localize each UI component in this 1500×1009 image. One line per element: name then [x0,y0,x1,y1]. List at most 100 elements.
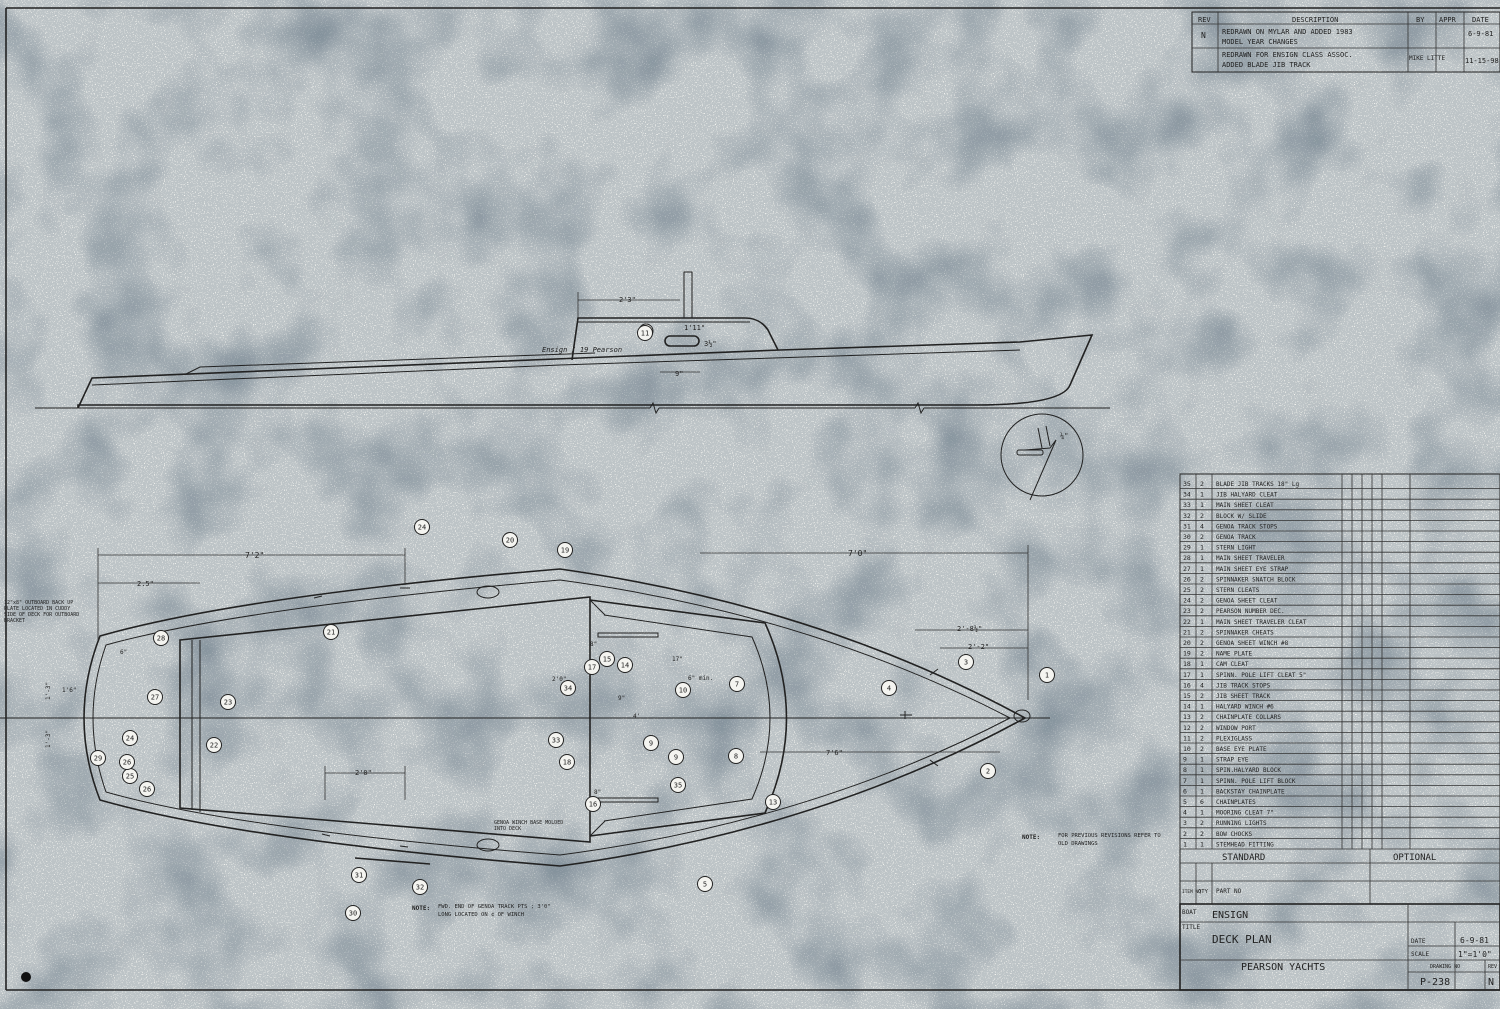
part-qty: 1 [1200,618,1204,626]
part-qty: 2 [1200,724,1204,732]
drawing-date: 6-9-81 [1460,936,1489,945]
part-qty: 2 [1200,639,1204,647]
appr-header: APPR [1439,16,1457,24]
callout-label: 21 [327,629,335,637]
dim-aft-overall: 7'2" [245,551,264,560]
callout-label: 10 [679,687,687,695]
plan-view: 7'2" 7'0" 2.5" 2'-8½" 2'-2" 2'0" 7'6" 8"… [0,325,1161,921]
transom-note: 12"x8" OUTBOARD BACK UP PLATE LOCATED IN… [4,600,79,624]
part-qty: 1 [1200,756,1204,764]
callout-balloon: 9 [643,735,659,751]
rev1-date: 6-9-81 [1468,30,1493,38]
part-item-no: 14 [1183,703,1191,711]
part-item-no: 24 [1183,597,1191,605]
note-bottom: FWD. END OF GENOA TRACK PTS ; 3'0" LONG … [438,904,551,918]
part-qty: 1 [1200,544,1204,552]
scale-label: SCALE [1411,951,1429,958]
part-item-no: 16 [1183,681,1191,689]
note-right-label: NOTE: [1022,834,1040,841]
part-item-no: 4 [1183,809,1187,817]
dim-port-width: 1'11" [684,324,705,332]
drawing-number: P-238 [1420,977,1450,988]
callout-balloon: 7 [729,676,745,692]
part-description: MAIN SHEET CLEAT [1216,502,1274,509]
part-item-no: 12 [1183,724,1191,732]
dim-port-length: 9" [675,370,683,378]
part-qty: 6 [1200,798,1204,806]
callout-balloon: 2 [980,763,996,779]
part-item-no: 31 [1183,522,1191,530]
part-description: HALYARD WINCH #6 [1216,704,1274,711]
part-item-no: 1 [1183,840,1187,848]
part-item-no: 11 [1183,734,1191,742]
part-qty: 1 [1200,491,1204,499]
stemhead-fitting [1013,709,1031,723]
part-qty: 2 [1200,692,1204,700]
part-item-no: 2 [1183,830,1187,838]
part-item-no: 3 [1183,819,1187,827]
genoa-winch-port [476,585,500,599]
callout-label: 26 [143,786,151,794]
part-item-no: 19 [1183,650,1191,658]
part-qty: 2 [1200,628,1204,636]
dim-trans-small: 6" [120,649,127,656]
part-item-no: 15 [1183,692,1191,700]
part-qty: 2 [1200,512,1204,520]
part-description: RUNNING LIGHTS [1216,820,1267,827]
part-qty: 1 [1200,660,1204,668]
part-description: STERN CLEATS [1216,587,1260,594]
part-qty: 2 [1200,745,1204,753]
rev-header: REV [1198,16,1211,24]
dim-bow-1: 2'-8½" [957,625,982,633]
part-qty: 1 [1200,777,1204,785]
dim-cabin-4: 4' [633,713,640,720]
part-item-no: 6 [1183,787,1187,795]
callout-balloon: 26 [139,781,155,797]
part-description: MAIN SHEET TRAVELER CLEAT [1216,619,1307,626]
callout-label: 2 [986,768,990,776]
part-qty: 2 [1200,607,1204,615]
title-block: BOAT ENSIGN TITLE DECK PLAN PEARSON YACH… [1179,903,1500,991]
note-bottom-label: NOTE: [412,905,430,912]
part-item-no: 18 [1183,660,1191,668]
dim-bow-2: 2'-2" [968,643,989,651]
dim-transom-side: 1'6" [62,687,76,694]
callout-balloon: 34 [560,680,576,696]
part-no-label: PART NO [1216,888,1242,895]
callout-label: 8 [734,753,738,761]
part-item-no: 34 [1183,491,1191,499]
part-description: BOW CHOCKS [1216,831,1253,838]
part-item-no: 17 [1183,671,1191,679]
callout-balloon: 13 [765,794,781,810]
drawing-title: DECK PLAN [1212,933,1272,946]
hull-script: Ensign / 19 Pearson [542,346,622,354]
cabin-profile [571,317,779,361]
part-item-no: 21 [1183,628,1191,636]
part-description: BLOCK W/ SLIDE [1216,513,1267,520]
callout-label: 18 [563,759,571,767]
callout-label: 26 [123,759,131,767]
callout-label: 14 [621,662,629,670]
part-qty: 4 [1200,522,1204,530]
company-name: PEARSON YACHTS [1241,962,1325,973]
drawing-no-label: DRAWING NO [1430,964,1460,970]
dim-cabin-9: 9" [618,695,625,702]
genoa-winch-stbd [476,838,500,852]
dim-cabin-17: 17" [672,656,683,663]
dim-cabin-8b: 8" [594,789,601,796]
callout-label: 19 [561,547,569,555]
part-item-no: 10 [1183,745,1191,753]
part-item-no: 32 [1183,512,1191,520]
part-description: JIB HALYARD CLEAT [1216,492,1278,499]
part-item-no: 29 [1183,544,1191,552]
